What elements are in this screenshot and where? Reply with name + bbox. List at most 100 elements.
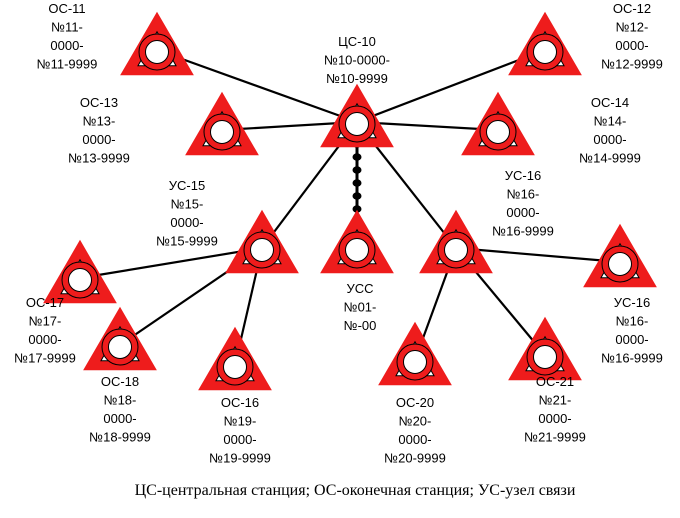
- station-triangle-icon: [461, 91, 535, 156]
- node-label-line: №10-9999: [326, 71, 388, 86]
- station-triangle-icon: [43, 239, 117, 304]
- node-os18[interactable]: [83, 306, 157, 371]
- node-label-line: №-00: [344, 318, 377, 333]
- link-us16a-us16b: [455, 246, 621, 264]
- node-label-line: №20-9999: [384, 451, 446, 466]
- node-label-line: 0000-: [538, 411, 571, 426]
- label-os21: ОС-21 №21- 0000- №21-9999: [524, 374, 586, 445]
- bus-link-bead: [352, 205, 362, 213]
- node-label-line: №12-: [616, 20, 649, 35]
- node-label-line: №18-: [104, 393, 137, 408]
- label-os12: ОС-12 №12- 0000- №12-9999: [601, 1, 663, 72]
- node-label-line: УСС: [346, 281, 373, 296]
- label-os16: ОС-16 №19- 0000- №19-9999: [209, 395, 271, 466]
- node-label-line: №16-: [616, 314, 649, 329]
- legend-caption: ЦС-центральная станция; ОС-оконечная ста…: [135, 482, 576, 499]
- node-label-line: 0000-: [615, 38, 648, 53]
- node-os17[interactable]: [43, 239, 117, 304]
- node-label-line: 0000-: [398, 432, 431, 447]
- node-os14[interactable]: [461, 91, 535, 156]
- node-label-line: 0000-: [28, 332, 61, 347]
- node-label-line: ОС-12: [613, 1, 651, 16]
- node-label-line: №21-: [539, 393, 572, 408]
- node-os16[interactable]: [198, 326, 272, 391]
- node-label-line: 0000-: [103, 411, 136, 426]
- node-label-line: №14-: [594, 114, 627, 129]
- node-label-line: ОС-14: [591, 95, 629, 110]
- node-label-line: 0000-: [82, 132, 115, 147]
- node-label-line: УС-16: [614, 295, 650, 310]
- node-label-line: ОС-16: [221, 395, 259, 410]
- node-label-line: №19-9999: [209, 451, 271, 466]
- labels-layer: ЦС-10№10-0000-№10-9999ОС-11№11-0000-№11-…: [14, 1, 663, 466]
- node-label-line: №13-9999: [68, 151, 130, 166]
- node-label-line: ОС-17: [26, 295, 64, 310]
- node-label-line: №01-: [344, 300, 377, 315]
- node-label-line: 0000-: [593, 132, 626, 147]
- node-label-line: №21-9999: [524, 430, 586, 445]
- node-label-line: 0000-: [223, 432, 256, 447]
- nodes-layer: [43, 11, 657, 391]
- node-label-line: №15-9999: [156, 234, 218, 249]
- node-label-line: 0000-: [615, 332, 648, 347]
- node-os20[interactable]: [378, 321, 452, 386]
- node-label-line: №13-: [83, 114, 116, 129]
- node-label-line: №16-9999: [601, 351, 663, 366]
- node-us15[interactable]: [225, 209, 299, 274]
- node-os13[interactable]: [185, 91, 259, 156]
- link-us15-os17: [79, 246, 263, 280]
- node-label-line: №11-: [51, 20, 83, 35]
- label-us16b: УС-16 №16- 0000- №16-9999: [601, 295, 663, 366]
- label-os18: ОС-18 №18- 0000- №18-9999: [89, 374, 151, 445]
- station-triangle-icon: [583, 223, 657, 288]
- bus-link-bead: [352, 192, 362, 200]
- node-label-line: №19-: [224, 414, 257, 429]
- node-label-line: №11-9999: [37, 57, 98, 72]
- node-label-line: 0000-: [506, 205, 539, 220]
- node-os11[interactable]: [120, 11, 194, 76]
- node-label-line: ОС-21: [536, 374, 574, 389]
- station-triangle-icon: [378, 321, 452, 386]
- node-label-line: ОС-20: [396, 395, 434, 410]
- station-triangle-icon: [120, 11, 194, 76]
- node-uss[interactable]: [320, 209, 394, 274]
- station-triangle-icon: [225, 209, 299, 274]
- bus-link-bead: [352, 153, 362, 161]
- node-us16b[interactable]: [583, 223, 657, 288]
- station-triangle-icon: [185, 91, 259, 156]
- bus-link-bead: [352, 166, 362, 174]
- station-triangle-icon: [320, 209, 394, 274]
- node-label-line: №15-: [171, 197, 204, 212]
- link-cs10-os14: [356, 120, 499, 132]
- node-label-line: №12-9999: [601, 57, 663, 72]
- station-triangle-icon: [198, 326, 272, 391]
- node-os21[interactable]: [508, 316, 582, 381]
- node-label-line: №10-0000-: [324, 53, 390, 68]
- node-cs10[interactable]: [320, 83, 394, 148]
- station-triangle-icon: [83, 306, 157, 371]
- node-label-line: ОС-18: [101, 374, 139, 389]
- node-label-line: ЦС-10: [338, 34, 376, 49]
- node-label-line: УС-16: [505, 168, 541, 183]
- node-label-line: 0000-: [50, 38, 83, 53]
- station-triangle-icon: [419, 209, 493, 274]
- node-label-line: №18-9999: [89, 430, 151, 445]
- bus-link-bead: [352, 179, 362, 187]
- station-triangle-icon: [508, 11, 582, 76]
- node-us16a[interactable]: [419, 209, 493, 274]
- label-cs10: ЦС-10 №10-0000- №10-9999: [324, 34, 390, 86]
- station-triangle-icon: [508, 316, 582, 381]
- node-label-line: №17-9999: [14, 351, 76, 366]
- node-label-line: №16-: [507, 187, 540, 202]
- node-os12[interactable]: [508, 11, 582, 76]
- node-label-line: УС-15: [169, 178, 205, 193]
